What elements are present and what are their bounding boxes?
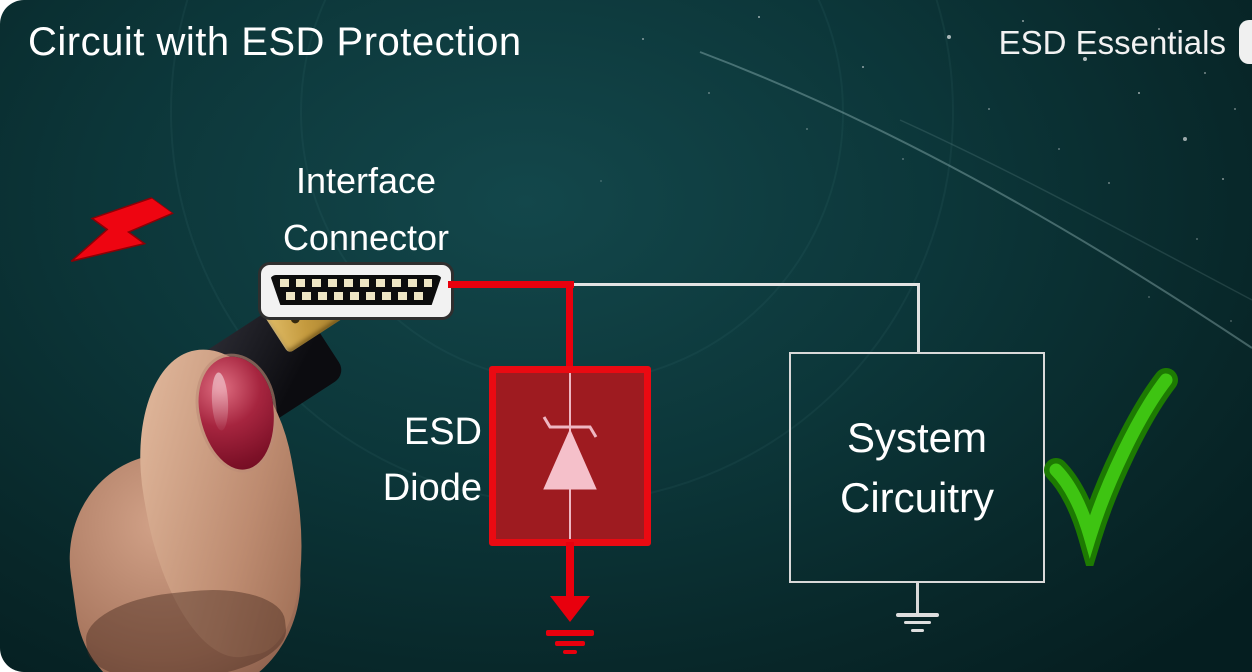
hdmi-opening xyxy=(270,275,442,305)
page-title: Circuit with ESD Protection xyxy=(28,20,522,64)
ground-arrow-shaft xyxy=(566,542,574,598)
system-ground-wire xyxy=(916,583,919,614)
hdmi-connector-icon xyxy=(258,262,454,320)
ground-symbol-white xyxy=(911,629,924,632)
wire-to-system xyxy=(571,283,920,286)
brand-logo-icon xyxy=(1239,20,1252,64)
esd-current-path-horizontal xyxy=(448,281,574,288)
zener-diode-symbol-icon xyxy=(542,373,598,539)
interface-connector-label-line1: Interface xyxy=(295,160,437,201)
ground-symbol-red xyxy=(546,630,594,636)
hdmi-pin-row xyxy=(280,279,432,287)
system-circuitry-label-line2: Circuitry xyxy=(840,473,994,521)
green-checkmark-icon xyxy=(1044,368,1178,566)
esd-diode-label-line2: Diode xyxy=(382,467,482,509)
ground-symbol-white xyxy=(896,613,939,617)
hdmi-pin-row xyxy=(286,292,426,300)
ground-symbol-red xyxy=(563,650,577,654)
brand-name: ESD Essentials xyxy=(998,24,1226,61)
wire-into-system xyxy=(917,283,920,354)
ground-arrow-head xyxy=(550,596,590,622)
interface-connector-label: Interface Connector xyxy=(238,152,494,266)
system-circuitry-label-line1: System xyxy=(846,413,988,461)
esd-diode-label-line1: ESD xyxy=(403,411,482,453)
interface-connector-label-line2: Connector xyxy=(282,217,450,258)
lightning-bolt-icon xyxy=(70,196,175,262)
nail-highlight xyxy=(210,372,230,431)
esd-diode-label: ESD Diode xyxy=(318,404,482,516)
ground-symbol-red xyxy=(555,641,585,646)
esd-current-path-vertical xyxy=(566,281,573,373)
system-circuitry-box: System Circuitry xyxy=(789,352,1045,583)
esd-diode-box xyxy=(489,366,651,546)
ground-symbol-white xyxy=(904,621,931,624)
